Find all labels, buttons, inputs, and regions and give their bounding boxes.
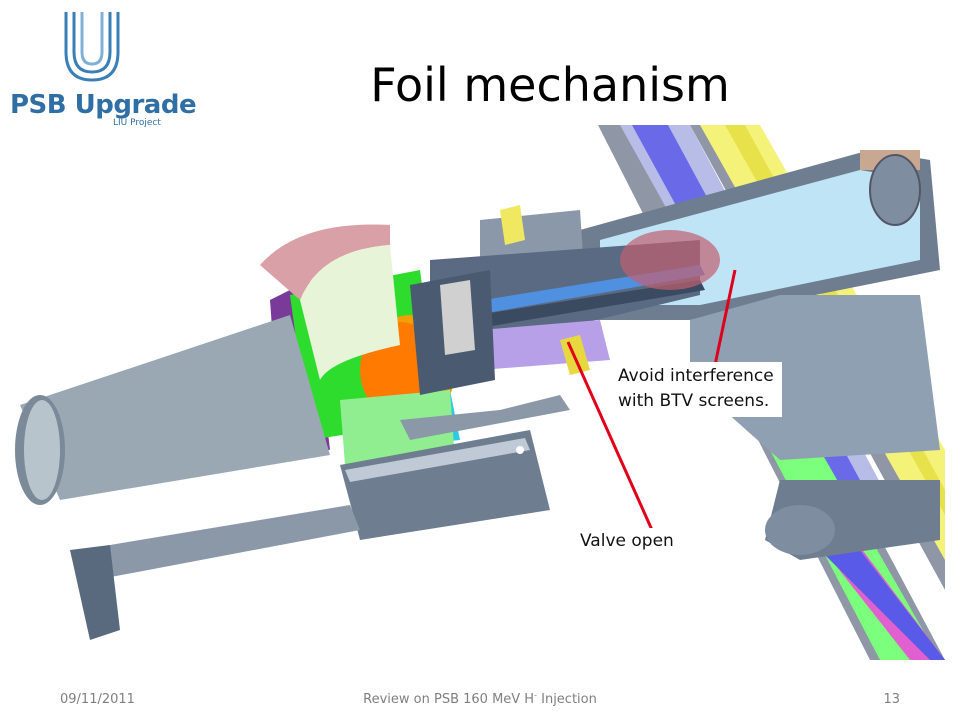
foil-mechanism-cad-image — [15, 125, 945, 660]
footer-title-prefix: Review on PSB 160 MeV H — [363, 692, 535, 707]
footer-presentation-title: Review on PSB 160 MeV H- Injection — [320, 690, 640, 707]
valve-callout: Valve open — [574, 528, 680, 555]
footer-page-number: 13 — [883, 692, 900, 707]
logo-subtitle: LIU Project — [113, 118, 161, 128]
valve-callout-arrow — [566, 341, 654, 531]
u-logo-icon — [64, 12, 120, 82]
btv-callout-arrow — [713, 269, 737, 366]
vacuum-chamber — [580, 150, 940, 560]
psb-upgrade-logo: PSB Upgrade LIU Project — [8, 8, 197, 130]
vent-funnel — [260, 224, 400, 380]
logo-title: PSB Upgrade — [10, 90, 197, 120]
footer-date: 09/11/2011 — [60, 692, 135, 707]
slide-title: Foil mechanism — [370, 58, 730, 112]
footer-title-sup: - — [534, 690, 537, 700]
btv-callout-line2: with BTV screens. — [618, 391, 770, 411]
btv-callout-line1: Avoid interference — [618, 366, 774, 386]
bellows — [15, 315, 330, 505]
linear-actuator — [70, 395, 570, 640]
btv-callout: Avoid interference with BTV screens. — [610, 362, 782, 417]
footer-title-suffix: Injection — [536, 692, 597, 707]
